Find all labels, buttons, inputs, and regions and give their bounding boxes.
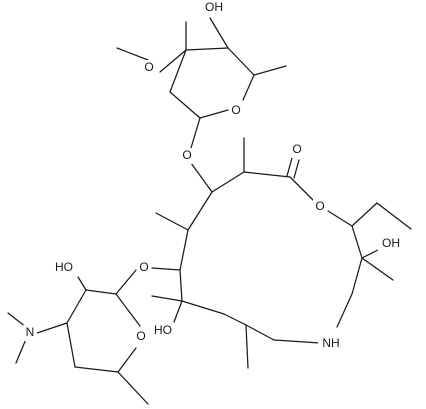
bond — [190, 162, 213, 193]
bond — [336, 293, 353, 328]
bond — [187, 191, 213, 231]
bond — [116, 47, 149, 61]
bond — [253, 65, 287, 76]
bond — [66, 322, 76, 368]
glycosidic-oxygen-text: O — [139, 260, 148, 274]
hydroxyl-label: HO — [51, 260, 77, 276]
dimethylamino-nitrogen-label: N — [23, 325, 37, 341]
bond — [351, 257, 363, 295]
bond — [245, 324, 249, 369]
bond — [223, 313, 247, 326]
bond — [376, 202, 412, 230]
bond — [179, 269, 183, 302]
bond — [66, 289, 87, 324]
bond — [169, 49, 187, 93]
bond — [181, 300, 225, 315]
bond — [243, 171, 291, 178]
bond — [117, 347, 137, 373]
bond — [159, 49, 187, 73]
glycosidic-oxygen-label: O — [137, 260, 151, 276]
carbonyl-oxygen-label: O — [290, 142, 304, 158]
hydroxyl-text: OH — [205, 0, 223, 14]
bond — [151, 295, 183, 302]
lactone-oxygen-label: O — [313, 199, 327, 215]
glycosidic-oxygen-text: O — [182, 148, 191, 162]
ring-oxygen-label: O — [134, 329, 148, 345]
bond — [155, 212, 189, 231]
amine-nh-label: NH — [318, 336, 344, 352]
bond — [36, 322, 68, 334]
bond — [327, 210, 353, 227]
bond — [245, 324, 275, 341]
nitrogen-text: N — [26, 325, 35, 339]
hydroxyl-label: OH — [201, 0, 227, 16]
atom-labels: OH O O O O O OH HO — [23, 0, 404, 352]
bond — [209, 17, 229, 49]
bond-lines — [7, 17, 412, 405]
hydroxyl-text: HO — [154, 323, 172, 337]
bond — [227, 47, 255, 76]
bond — [361, 249, 379, 259]
bond — [115, 293, 141, 327]
ring-oxygen-text: O — [231, 103, 240, 117]
bond — [289, 176, 315, 202]
bond — [77, 276, 87, 291]
lactone-oxygen-text: O — [315, 199, 324, 213]
bond — [115, 269, 137, 295]
bond — [173, 300, 183, 323]
bond — [7, 312, 27, 328]
bond — [179, 229, 189, 271]
ring-oxygen-label: O — [229, 103, 243, 119]
bond — [293, 159, 300, 179]
methoxy-oxygen-text: O — [144, 60, 153, 74]
bond — [351, 202, 378, 227]
bond — [169, 91, 201, 119]
ring-oxygen-text: O — [136, 329, 145, 343]
bond — [199, 109, 229, 119]
hydroxyl-text: OH — [382, 236, 400, 250]
bond — [361, 257, 394, 281]
bond — [151, 267, 181, 271]
bond — [351, 225, 363, 259]
bond — [242, 74, 255, 101]
hydroxyl-label: HO — [150, 323, 176, 339]
bond — [190, 117, 201, 149]
bond — [15, 338, 27, 364]
amine-nh-text: NH — [322, 336, 339, 350]
hydroxyl-text: HO — [55, 260, 73, 274]
hydroxyl-label: OH — [378, 236, 404, 252]
bond — [185, 47, 229, 51]
bond — [117, 371, 149, 405]
carbonyl-oxygen-text: O — [292, 142, 301, 156]
bond — [286, 157, 293, 177]
bond — [85, 289, 117, 295]
bond — [211, 171, 245, 193]
bond — [74, 366, 119, 373]
bond — [273, 339, 321, 344]
glycosidic-oxygen-label: O — [180, 148, 194, 164]
methoxy-oxygen-label: O — [142, 60, 156, 76]
